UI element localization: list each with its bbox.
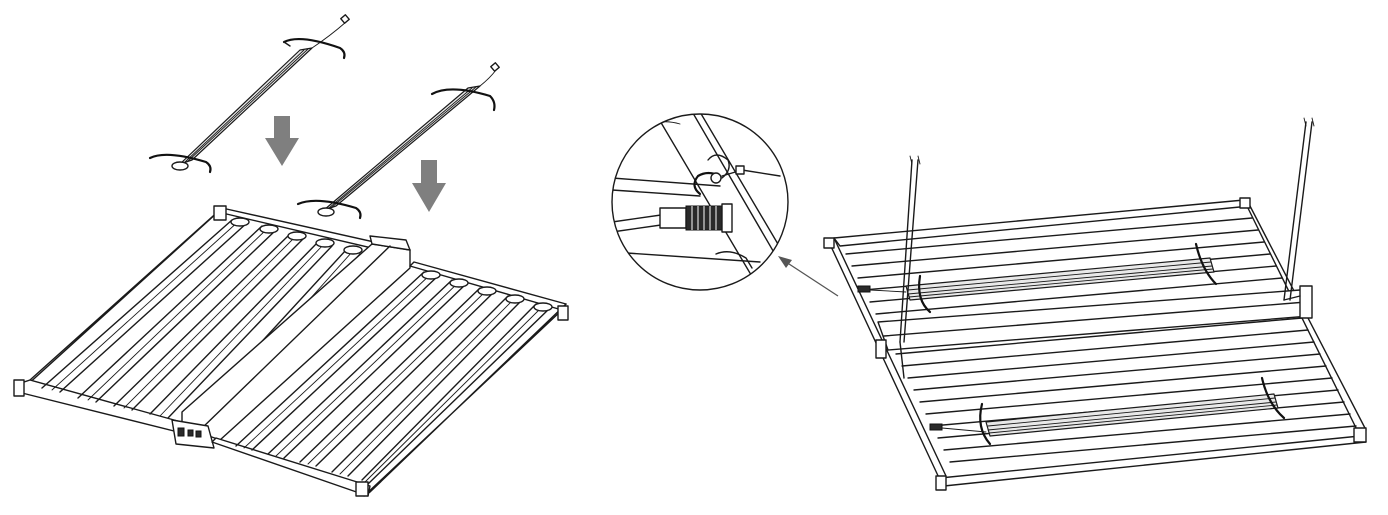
down-arrow-icon bbox=[265, 116, 299, 166]
left-assembly bbox=[13, 14, 569, 497]
down-arrow-icon bbox=[412, 160, 446, 212]
right-assembly bbox=[823, 117, 1367, 491]
right-fixture-half bbox=[211, 205, 569, 497]
installed-bar-1 bbox=[857, 242, 1218, 314]
pointer-arrow-icon bbox=[778, 256, 839, 297]
hanging-cables bbox=[899, 117, 1315, 379]
left-fixture-half bbox=[13, 207, 411, 441]
light-bar-1 bbox=[148, 14, 350, 174]
center-spine bbox=[171, 235, 411, 449]
light-bar-2 bbox=[296, 62, 500, 220]
detail-callout bbox=[611, 113, 789, 291]
installed-bar-2 bbox=[929, 376, 1286, 446]
